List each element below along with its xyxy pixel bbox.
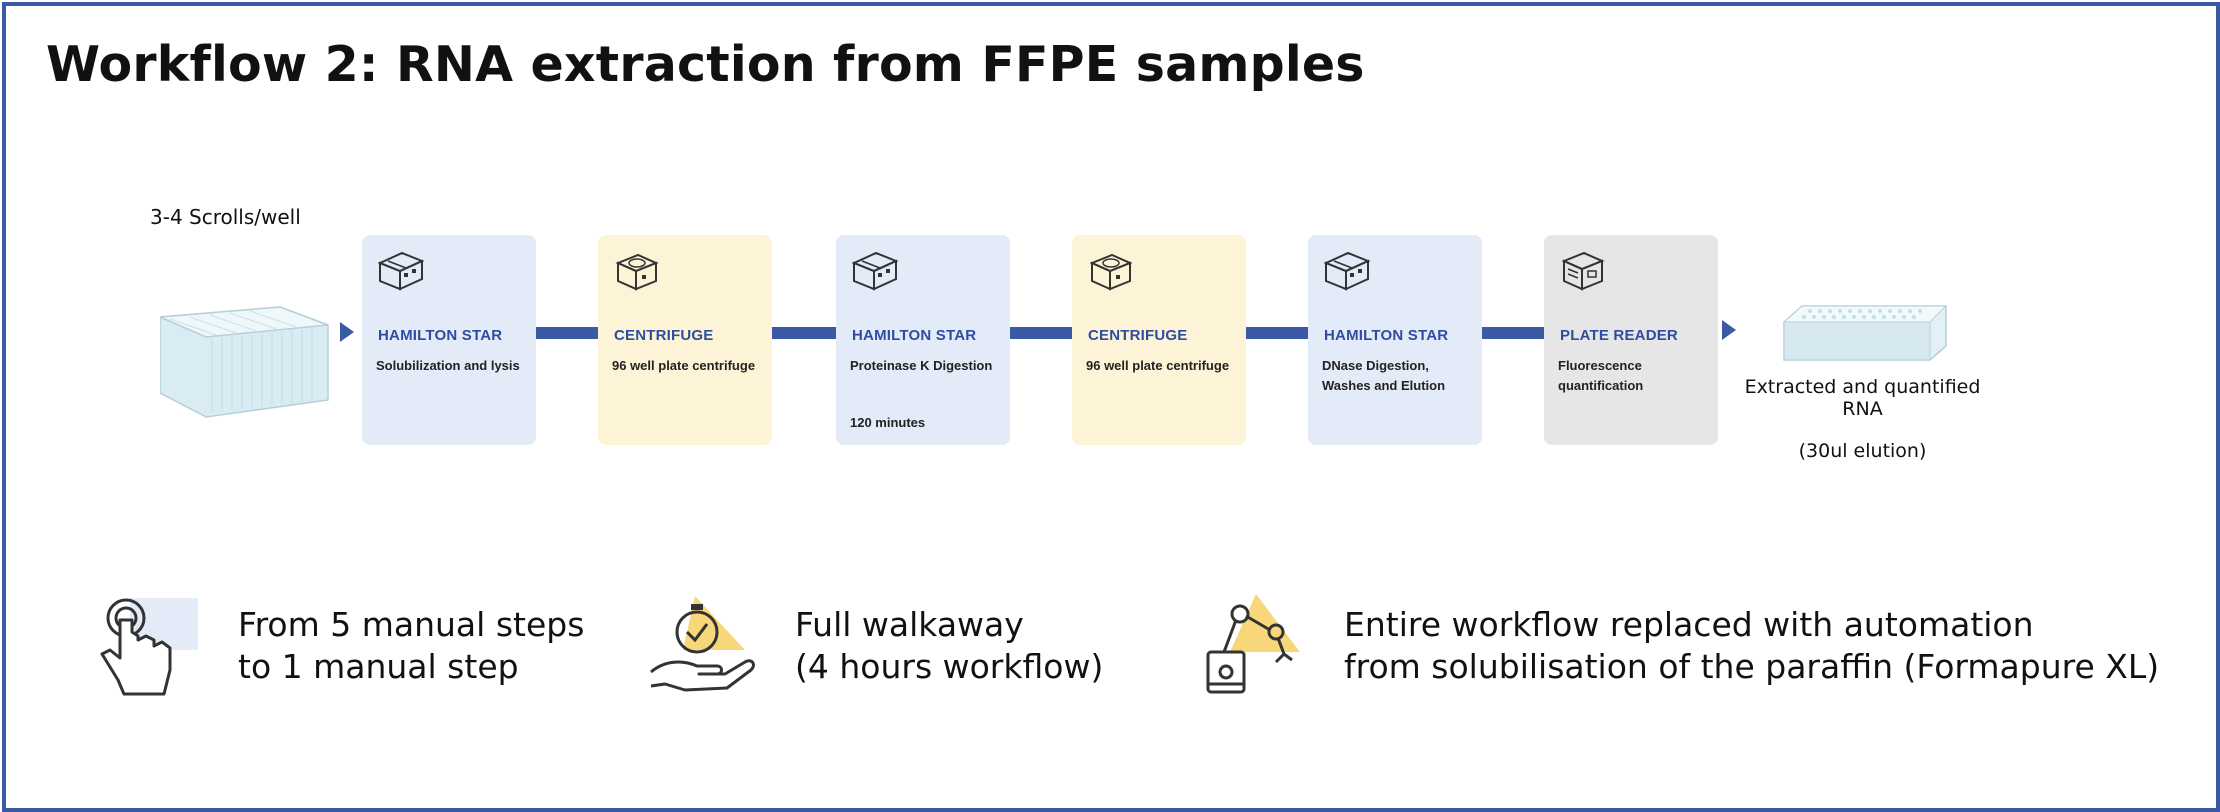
step-note: 120 minutes bbox=[850, 415, 926, 430]
step-title: CENTRIFUGE bbox=[614, 327, 714, 344]
input-label: 3-4 Scrolls/well bbox=[150, 205, 301, 229]
output-note: (30ul elution) bbox=[1798, 440, 1927, 462]
step-title: HAMILTON STAR bbox=[852, 327, 977, 344]
flow-end-arrow bbox=[1722, 320, 1736, 340]
step-connector bbox=[772, 327, 836, 339]
step-description: 96 well plate centrifuge bbox=[1086, 358, 1230, 373]
step-title: HAMILTON STAR bbox=[1324, 327, 1449, 344]
workflow-step-6: PLATE READER Fluorescence quantification bbox=[1544, 235, 1718, 445]
robot-module-icon bbox=[377, 251, 425, 291]
benefit-line-2: (4 hours workflow) bbox=[795, 647, 1104, 686]
step-title: CENTRIFUGE bbox=[1088, 327, 1188, 344]
benefit-text: Entire workflow replaced with automation… bbox=[1344, 604, 2159, 688]
step-connector bbox=[536, 327, 598, 339]
step-description: DNase Digestion, Washes and Elution bbox=[1322, 358, 1446, 393]
robot-module-icon bbox=[851, 251, 899, 291]
step-connector bbox=[1482, 327, 1544, 339]
centrifuge-icon bbox=[1089, 253, 1133, 291]
hand-stopwatch-icon bbox=[650, 596, 755, 692]
benefit-line-1: Entire workflow replaced with automation bbox=[1344, 605, 2034, 644]
deep-well-plate-icon bbox=[160, 306, 329, 418]
step-title: PLATE READER bbox=[1560, 327, 1678, 344]
workflow-step-2: CENTRIFUGE 96 well plate centrifuge bbox=[598, 235, 772, 445]
benefit-text: From 5 manual steps to 1 manual step bbox=[238, 604, 584, 688]
workflow-step-3: HAMILTON STAR Proteinase K Digestion 120… bbox=[836, 235, 1010, 445]
benefit-line-1: From 5 manual steps bbox=[238, 605, 585, 644]
benefit-line-1: Full walkaway bbox=[795, 605, 1024, 644]
robot-arm-icon bbox=[1206, 594, 1300, 694]
plate-reader-icon bbox=[1561, 251, 1605, 291]
step-description: 96 well plate centrifuge bbox=[612, 358, 756, 373]
benefit-text: Full walkaway (4 hours workflow) bbox=[795, 604, 1103, 688]
robot-module-icon bbox=[1323, 251, 1371, 291]
step-description: Solubilization and lysis bbox=[376, 358, 520, 373]
step-description: Proteinase K Digestion bbox=[850, 358, 993, 373]
well-plate-icon bbox=[1782, 305, 1948, 361]
centrifuge-icon bbox=[615, 253, 659, 291]
step-title: HAMILTON STAR bbox=[378, 327, 503, 344]
step-description: Fluorescence quantification bbox=[1558, 358, 1644, 393]
step-connector bbox=[1010, 327, 1072, 339]
workflow-step-5: HAMILTON STAR DNase Digestion, Washes an… bbox=[1308, 235, 1482, 445]
step-connector bbox=[1246, 327, 1308, 339]
output-label: Extracted and quantified RNA bbox=[1744, 376, 1981, 420]
workflow-step-1: HAMILTON STAR Solubilization and lysis bbox=[362, 235, 536, 445]
benefit-line-2: from solubilisation of the paraffin (For… bbox=[1344, 647, 2160, 686]
slide-title: Workflow 2: RNA extraction from FFPE sam… bbox=[46, 36, 1365, 93]
benefit-line-2: to 1 manual step bbox=[238, 647, 519, 686]
flow-start-arrow bbox=[340, 322, 354, 342]
workflow-step-4: CENTRIFUGE 96 well plate centrifuge bbox=[1072, 235, 1246, 445]
hand-pointer-icon bbox=[100, 598, 198, 696]
